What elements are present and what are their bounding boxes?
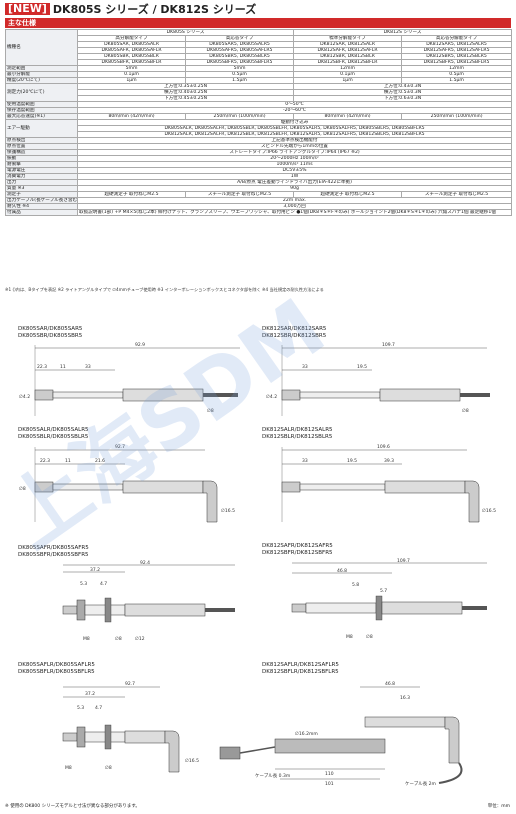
svg-text:∅8: ∅8 — [19, 486, 26, 492]
row-label: 付属品 — [5, 209, 78, 216]
svg-text:37.2: 37.2 — [90, 567, 100, 573]
svg-text:33: 33 — [302, 364, 308, 370]
svg-text:109.7: 109.7 — [382, 342, 395, 348]
cell: 取扱説明書(1部) +P M4×5(ねじ2本) 締付けナット、クランプスリーブ、… — [76, 209, 513, 216]
svg-text:101: 101 — [325, 781, 334, 787]
svg-text:37.2: 37.2 — [85, 691, 95, 697]
unit-label: 単位：mm — [487, 804, 510, 809]
row-label: 出力ケーブル(長ケーブル長さ含む) — [5, 197, 78, 204]
range-row: 測定範囲 5mm 5mm 12mm 12mm — [5, 65, 513, 72]
bottom-note: ※ 使用の DK800 シリーズモデルと寸法が異なる部分があります。 — [5, 804, 140, 809]
page-title: DK805S シリーズ / DK812S シリーズ — [52, 3, 257, 16]
spec-table: 機種名 DK805S シリーズ DK812S シリーズ 高分解能タイプ 高応答タ… — [5, 29, 513, 216]
svg-text:46.8: 46.8 — [337, 568, 347, 574]
svg-text:5.7: 5.7 — [380, 588, 387, 594]
page-header: [NEW] DK805S シリーズ / DK812S シリーズ — [5, 3, 257, 16]
svg-text:110: 110 — [325, 771, 334, 777]
model-label: 機種名 — [5, 29, 78, 66]
svg-text:5.8: 5.8 — [352, 582, 359, 588]
svg-text:4.7: 4.7 — [95, 705, 102, 711]
svg-text:22.3: 22.3 — [37, 364, 47, 370]
svg-text:∅16.5: ∅16.5 — [185, 758, 199, 764]
svg-text:M8: M8 — [346, 634, 353, 640]
drawing-d7: 92.7 37.2 5.3 4.7 M8 ∅8 ∅16.5 — [62, 681, 199, 773]
drawing-d4: 109.6 33 19.5 39.3 ∅16.5 — [281, 444, 496, 523]
svg-text:∅8: ∅8 — [366, 634, 373, 640]
air-row: エアー駆動 駆動付き込み — [5, 119, 513, 138]
svg-text:∅8: ∅8 — [207, 408, 214, 414]
svg-text:19.5: 19.5 — [347, 458, 357, 464]
footnote: ※1 ()内は、Bタイプを表記 ※2 ライトアングルタイプで ∅4mmチューブ使… — [5, 287, 324, 292]
svg-text:21.6: 21.6 — [95, 458, 105, 464]
row-label: 測定力(20℃にて) — [5, 83, 78, 102]
svg-text:92.7: 92.7 — [115, 444, 125, 450]
svg-text:ケーブル長 2m: ケーブル長 2m — [405, 780, 436, 787]
svg-text:46.8: 46.8 — [385, 681, 395, 687]
drawing-d8: 46.8 16.3 ∅16.2mm 110 101 ケーブル長 0.3m ケーブ… — [219, 681, 463, 787]
svg-text:11: 11 — [65, 458, 71, 464]
drawing-d1: 92.9 22.3 11 33 ∅4.2 ∅8 — [19, 342, 240, 416]
section-title: 主な仕様 — [5, 18, 511, 28]
svg-text:33: 33 — [302, 458, 308, 464]
svg-text:M8: M8 — [65, 765, 72, 771]
svg-text:∅16.5: ∅16.5 — [482, 508, 496, 514]
svg-text:4.7: 4.7 — [100, 581, 107, 587]
accessory-row: 付属品 取扱説明書(1部) +P M4×5(ねじ2本) 締付けナット、クランプス… — [5, 209, 513, 216]
svg-text:∅12: ∅12 — [135, 636, 145, 642]
drawing-d3: 92.7 22.3 11 21.6 ∅8 ∅16.5 — [19, 444, 235, 523]
drawing-d2: 109.7 33 19.5 ∅4.2 ∅8 — [266, 342, 490, 416]
svg-text:∅4.2: ∅4.2 — [19, 394, 30, 400]
drawing-d5: 92.4 37.2 5.3 4.7 M8 ∅8 ∅12 — [62, 560, 235, 642]
svg-text:∅8: ∅8 — [462, 408, 469, 414]
svg-text:∅8: ∅8 — [105, 765, 112, 771]
svg-text:19.5: 19.5 — [357, 364, 367, 370]
svg-text:109.7: 109.7 — [397, 558, 410, 564]
svg-text:22.3: 22.3 — [40, 458, 50, 464]
accuracy-row: 精度(20℃にて) 1μm 1.5μm 1μm 1.5μm — [5, 77, 513, 84]
row-label: エアー駆動 — [5, 119, 78, 138]
svg-text:39.3: 39.3 — [384, 458, 394, 464]
svg-text:33: 33 — [85, 364, 91, 370]
svg-text:92.7: 92.7 — [125, 681, 135, 687]
svg-text:ケーブル長 0.3m: ケーブル長 0.3m — [255, 772, 290, 779]
series-row: 機種名 DK805S シリーズ DK812S シリーズ — [5, 29, 513, 66]
svg-text:16.3: 16.3 — [400, 695, 410, 701]
svg-text:∅16.2mm: ∅16.2mm — [295, 731, 318, 737]
svg-text:5.3: 5.3 — [77, 705, 84, 711]
svg-text:109.6: 109.6 — [377, 444, 390, 450]
svg-text:∅8: ∅8 — [115, 636, 122, 642]
svg-text:∅4.2: ∅4.2 — [266, 394, 277, 400]
dim-label: 92.9 — [135, 342, 145, 348]
svg-text:92.4: 92.4 — [140, 560, 150, 566]
svg-text:∅16.5: ∅16.5 — [221, 508, 235, 514]
svg-text:11: 11 — [60, 364, 66, 370]
svg-text:M8: M8 — [83, 636, 90, 642]
new-badge: [NEW] — [5, 3, 50, 15]
svg-text:5.3: 5.3 — [80, 581, 87, 587]
drawing-d6: 109.7 46.8 5.8 5.7 M8 ∅8 — [291, 558, 487, 640]
